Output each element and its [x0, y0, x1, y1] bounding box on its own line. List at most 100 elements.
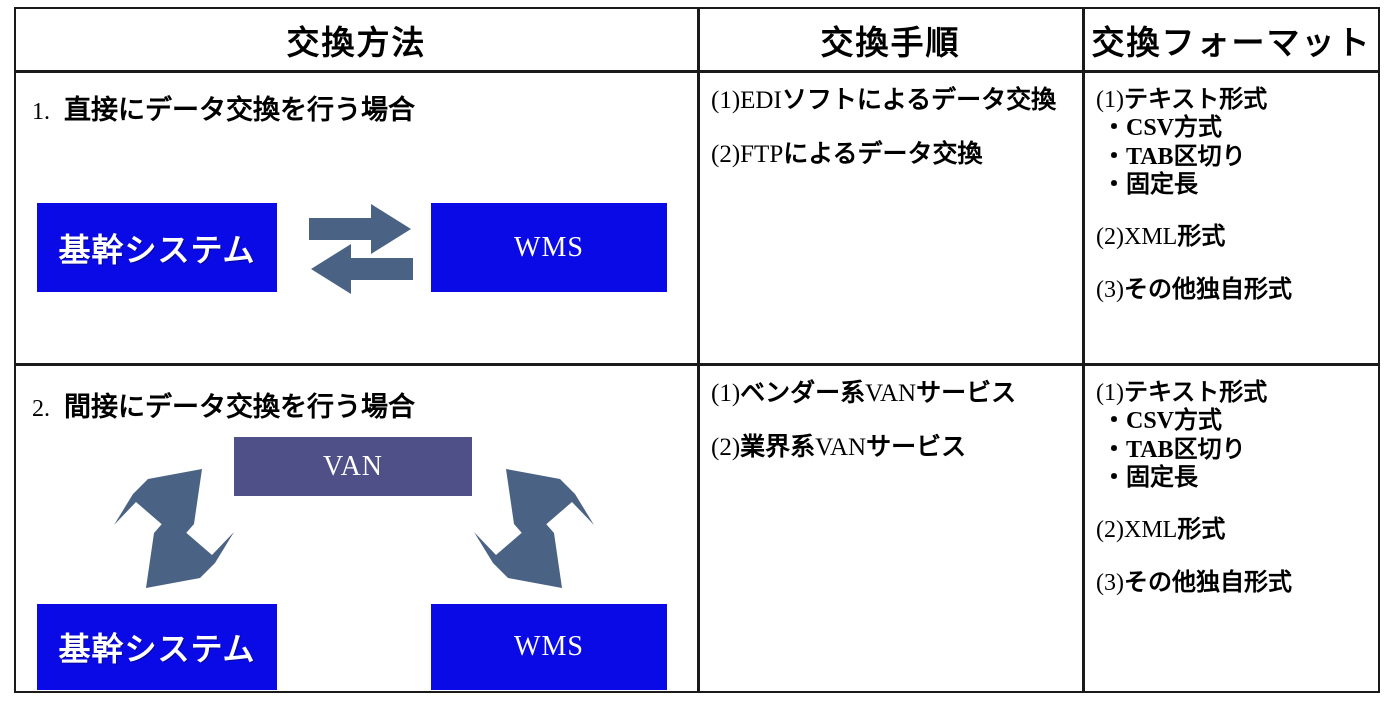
cell-method-row1: 1. 直接にデータ交換を行う場合 基幹システム WMS [16, 72, 697, 363]
format-item-3-text: その他独自形式 [1123, 276, 1292, 303]
format-bullet-tab-text: 区切り [1173, 436, 1246, 463]
bullet-glyph: ・ [1102, 115, 1126, 142]
node-core-system-row1: 基幹システム [37, 203, 277, 292]
column-header-method: 交換方法 [286, 25, 427, 62]
format-item-1-index: (1) [1096, 87, 1124, 113]
format-bullet-fixed: ・固定長 [1096, 464, 1373, 492]
node-van-row2: VAN [234, 437, 472, 496]
bullet-glyph: ・ [1102, 464, 1126, 491]
format-item-3: (3)その他独自形式 [1096, 276, 1373, 304]
format-item-1-text: テキスト形式 [1123, 380, 1268, 406]
procedure-item-1-latin: EDI [740, 87, 782, 114]
format-item-3: (3)その他独自形式 [1096, 569, 1373, 597]
cell-procedure-row2: (1)ベンダー系VANサービス (2)業界系VANサービス [699, 365, 1082, 690]
exchange-arrows-icon [309, 204, 413, 294]
method-title-row1: 1. 直接にデータ交換を行う場合 [32, 88, 415, 127]
format-item-1: (1)テキスト形式 [1096, 86, 1373, 114]
cell-procedure-row1: (1)EDIソフトによるデータ交換 (2)FTPによるデータ交換 [699, 72, 1082, 363]
format-bullet-fixed-text: 固定長 [1126, 171, 1198, 198]
cell-format-row2: (1)テキスト形式 ・CSV方式 ・TAB区切り ・固定長 (2)XML形式 (… [1084, 365, 1379, 690]
procedure-item-2-text: によるデータ交換 [783, 140, 983, 168]
format-bullet-tab: ・TAB区切り [1096, 436, 1373, 464]
format-list-row2: (1)テキスト形式 ・CSV方式 ・TAB区切り ・固定長 (2)XML形式 (… [1096, 379, 1373, 597]
bidirectional-arrow-group [309, 202, 413, 296]
column-divider-2 [1082, 9, 1085, 691]
node-label-core-system: 基幹システム [58, 631, 256, 667]
format-bullet-tab-text: 区切り [1173, 143, 1246, 170]
procedure-item-1-index: (1) [711, 380, 741, 407]
procedure-item-1: (1)EDIソフトによるデータ交換 [711, 86, 1076, 116]
format-bullet-tab-latin: TAB [1126, 143, 1174, 170]
procedure-item-2-prefix: 業界系 [740, 433, 816, 461]
format-item-2-text: 形式 [1177, 517, 1226, 544]
format-bullet-csv-text: 方式 [1174, 408, 1223, 435]
method-text-row2: 間接にデータ交換を行う場合 [64, 392, 415, 422]
procedure-item-2: (2)FTPによるデータ交換 [711, 140, 1076, 170]
bullet-glyph: ・ [1102, 408, 1126, 435]
procedure-item-2-text: サービス [866, 433, 967, 461]
format-bullet-csv-latin: CSV [1126, 115, 1175, 142]
node-label-wms: WMS [514, 231, 584, 263]
format-item-1-index: (1) [1096, 380, 1124, 406]
row-divider [16, 363, 1378, 366]
format-item-1: (1)テキスト形式 [1096, 379, 1373, 407]
format-bullet-csv-latin: CSV [1126, 408, 1175, 435]
procedure-item-2-latin: VAN [815, 433, 867, 461]
bullet-glyph: ・ [1102, 436, 1126, 463]
format-item-3-index: (3) [1096, 276, 1124, 303]
cell-format-row1: (1)テキスト形式 ・CSV方式 ・TAB区切り ・固定長 (2)XML形式 (… [1084, 72, 1379, 363]
procedure-item-2-index: (2) [711, 140, 741, 168]
procedure-item-1-latin: VAN [865, 380, 917, 407]
column-divider-1 [697, 9, 700, 691]
arrow-up-right-icon [114, 469, 202, 540]
format-bullet-tab: ・TAB区切り [1096, 143, 1373, 171]
arrow-up-left-icon [506, 469, 594, 540]
arrow-down-right-icon [474, 517, 562, 588]
node-label-wms: WMS [514, 631, 584, 662]
column-header-format: 交換フォーマット [1091, 25, 1372, 62]
procedure-list-row2: (1)ベンダー系VANサービス (2)業界系VANサービス [711, 379, 1076, 462]
procedure-item-1-text: ソフトによるデータ交換 [781, 87, 1057, 114]
procedure-item-2: (2)業界系VANサービス [711, 433, 1076, 463]
arrow-right-icon [309, 204, 411, 254]
format-list-row1: (1)テキスト形式 ・CSV方式 ・TAB区切り ・固定長 (2)XML形式 (… [1096, 86, 1373, 304]
procedure-item-1-index: (1) [711, 87, 741, 114]
cell-method-row2: 2.間接にデータ交換を行う場合 VAN 基幹システム [16, 365, 697, 690]
procedure-list-row1: (1)EDIソフトによるデータ交換 (2)FTPによるデータ交換 [711, 86, 1076, 169]
procedure-item-1-prefix: ベンダー系 [740, 380, 866, 407]
column-header-procedure: 交換手順 [820, 25, 961, 62]
diagonal-arrows-right-icon [474, 469, 594, 588]
format-bullet-fixed: ・固定長 [1096, 171, 1373, 199]
method-text-row1: 直接にデータ交換を行う場合 [64, 95, 415, 125]
node-wms-row2: WMS [431, 604, 667, 690]
node-core-system-row2: 基幹システム [37, 604, 277, 690]
format-item-2-index: (2) [1096, 517, 1124, 544]
exchange-method-table: 交換方法 交換手順 交換フォーマット 1. 直接にデータ交換を行う場合 基幹システ… [14, 7, 1380, 693]
procedure-item-2-index: (2) [711, 433, 741, 461]
method-number-row1: 1. [32, 99, 50, 125]
header-divider [16, 70, 1378, 73]
procedure-item-1: (1)ベンダー系VANサービス [711, 379, 1076, 409]
bullet-glyph: ・ [1102, 143, 1126, 170]
arrow-left-icon [311, 244, 413, 294]
format-item-2-text: 形式 [1177, 224, 1226, 251]
format-item-2: (2)XML形式 [1096, 516, 1373, 544]
format-bullet-csv-text: 方式 [1174, 115, 1223, 142]
node-label-core-system: 基幹システム [58, 231, 256, 268]
format-item-3-index: (3) [1096, 569, 1124, 596]
format-bullet-csv: ・CSV方式 [1096, 407, 1373, 435]
node-label-van: VAN [322, 450, 384, 482]
format-bullet-csv: ・CSV方式 [1096, 114, 1373, 142]
procedure-item-2-latin: FTP [740, 140, 784, 168]
format-item-2: (2)XML形式 [1096, 223, 1373, 251]
diagonal-arrows-left-icon [114, 469, 234, 588]
arrow-group-core-van [114, 451, 234, 606]
arrow-group-wms-van [474, 451, 594, 606]
format-item-2-latin: XML [1123, 517, 1178, 544]
format-bullet-fixed-text: 固定長 [1126, 464, 1198, 491]
format-item-2-index: (2) [1096, 224, 1124, 251]
node-wms-row1: WMS [431, 203, 667, 292]
format-item-3-text: その他独自形式 [1123, 569, 1292, 596]
method-title-row2: 2.間接にデータ交換を行う場合 [32, 385, 415, 424]
